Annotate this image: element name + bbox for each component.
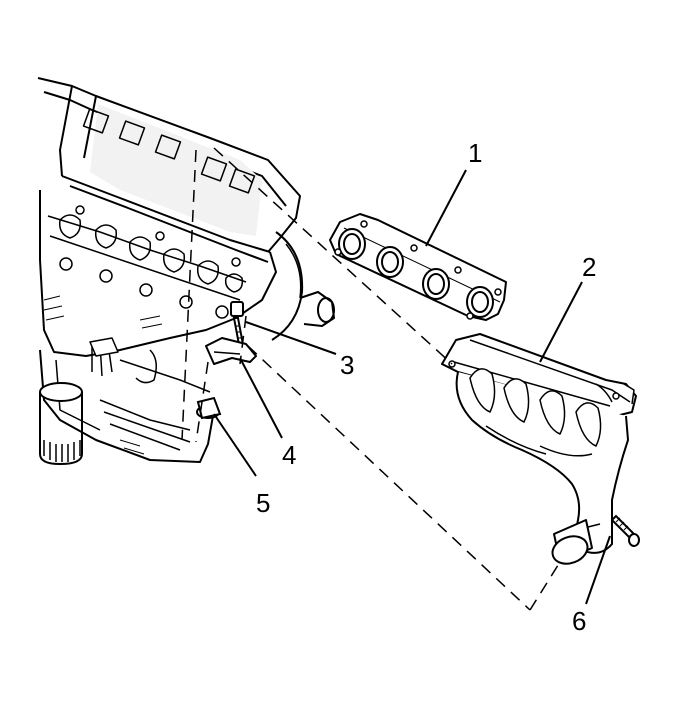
- manifold-flange-studs: [448, 360, 635, 405]
- callout-5: 5: [256, 488, 270, 518]
- manifold-outlet-pipe: [551, 519, 593, 565]
- gasket-port-holes: [338, 228, 494, 318]
- exhaust-manifold-gasket: [329, 213, 507, 321]
- head-port-openings: [58, 214, 244, 293]
- gasket-bolt-holes: [334, 220, 502, 320]
- engine-shading: [43, 295, 163, 455]
- callout-1: 1: [468, 138, 482, 168]
- callout-leader-lines: [213, 169, 611, 605]
- exhaust-manifold: [441, 333, 637, 565]
- manifold-bracket: [205, 337, 257, 365]
- manifold-bolt: [610, 514, 640, 547]
- oil-filter: [39, 382, 83, 465]
- callout-6: 6: [572, 606, 586, 636]
- callout-4: 4: [282, 440, 296, 470]
- callout-2: 2: [582, 252, 596, 282]
- engine-cylinder-head: [37, 77, 335, 465]
- alignment-lines: [181, 147, 561, 611]
- coil-pack-row: [82, 108, 256, 194]
- water-outlet-pipe: [299, 291, 335, 327]
- callout-3: 3: [340, 350, 354, 380]
- manifold-port-openings: [469, 368, 602, 447]
